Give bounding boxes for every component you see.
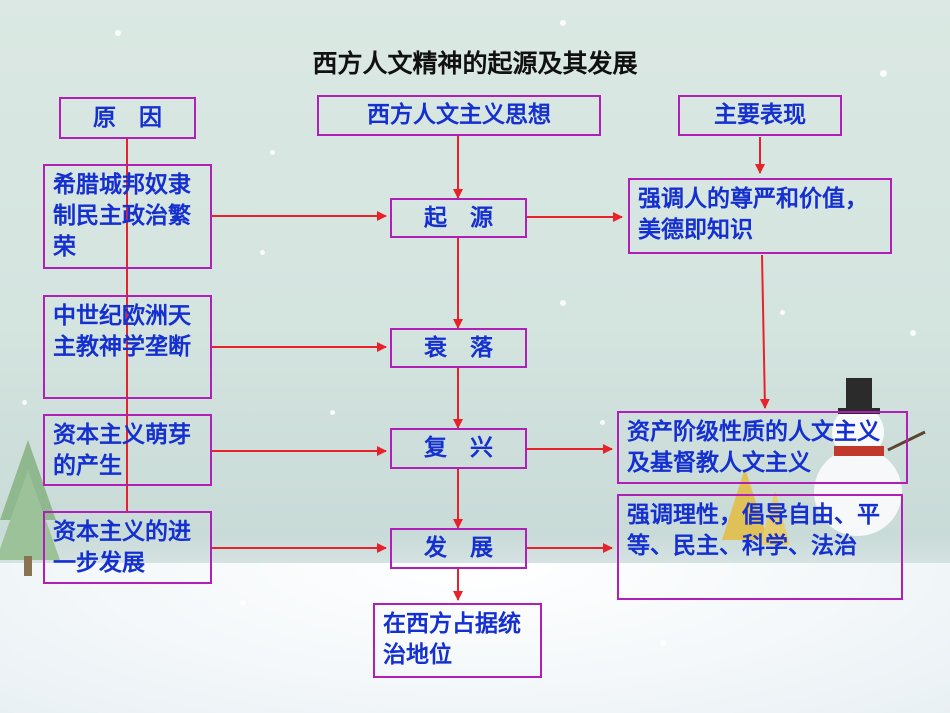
- expression-text-2: 资产阶级性质的人文主义及基督教人文主义: [627, 419, 880, 476]
- snowflake: [910, 330, 916, 336]
- cause-text-1: 希腊城邦奴隶制民主政治繁荣: [53, 172, 191, 260]
- diagram-title: 西方人文精神的起源及其发展: [312, 49, 638, 78]
- stage-decline: 衰 落: [390, 328, 527, 368]
- header-expression: 主要表现: [678, 95, 842, 136]
- cause-text-4: 资本主义的进一步发展: [53, 519, 191, 576]
- expression-box-1: 强调人的尊严和价值，美德即知识: [628, 178, 892, 254]
- expression-text-1: 强调人的尊严和价值，美德即知识: [638, 186, 868, 243]
- header-expression-label: 主要表现: [714, 102, 806, 128]
- stage-origin: 起 源: [390, 198, 527, 238]
- stage-origin-label: 起 源: [424, 204, 493, 231]
- cause-text-3: 资本主义萌芽的产生: [53, 422, 191, 479]
- stage-revival-label: 复 兴: [424, 435, 493, 461]
- header-thought: 西方人文主义思想: [317, 95, 601, 136]
- result-text: 在西方占据统治地位: [383, 611, 521, 668]
- tree-right-icon: [722, 468, 790, 545]
- snow-ground: [0, 563, 950, 713]
- snowflake: [115, 30, 121, 36]
- cause-box-1: 希腊城邦奴隶制民主政治繁荣: [43, 164, 212, 269]
- header-thought-label: 西方人文主义思想: [367, 102, 551, 128]
- cause-text-2: 中世纪欧洲天主教神学垄断: [53, 303, 191, 360]
- stage-revival: 复 兴: [390, 428, 527, 469]
- snowman-icon: [814, 378, 926, 536]
- stage-decline-label: 衰 落: [424, 334, 493, 361]
- snowflake: [330, 410, 335, 415]
- arrow-expression1-to-expression2: [759, 254, 770, 409]
- snowflake: [560, 20, 566, 26]
- header-causes-label: 原 因: [93, 104, 162, 131]
- snowflake: [240, 600, 246, 606]
- result-box: 在西方占据统治地位: [373, 603, 542, 678]
- stage-development: 发 展: [390, 528, 527, 569]
- stage-development-label: 发 展: [424, 535, 493, 561]
- expression-box-3: 强调理性，倡导自由、平等、民主、科学、法治: [617, 494, 903, 600]
- snowflake: [260, 250, 265, 255]
- cause-box-2: 中世纪欧洲天主教神学垄断: [43, 295, 212, 399]
- snowflake: [880, 70, 887, 77]
- snowflake: [780, 310, 785, 315]
- snowflake: [660, 640, 666, 646]
- expression-box-2: 资产阶级性质的人文主义及基督教人文主义: [617, 411, 908, 484]
- header-causes: 原 因: [59, 97, 196, 139]
- cause-box-3: 资本主义萌芽的产生: [43, 414, 212, 486]
- snowflake: [270, 150, 275, 155]
- expression-text-3: 强调理性，倡导自由、平等、民主、科学、法治: [627, 502, 880, 559]
- tree-left-icon: [0, 440, 60, 576]
- snowflake: [560, 300, 566, 306]
- snowflake: [22, 400, 27, 405]
- snowflake: [600, 420, 605, 425]
- cause-box-4: 资本主义的进一步发展: [43, 511, 212, 584]
